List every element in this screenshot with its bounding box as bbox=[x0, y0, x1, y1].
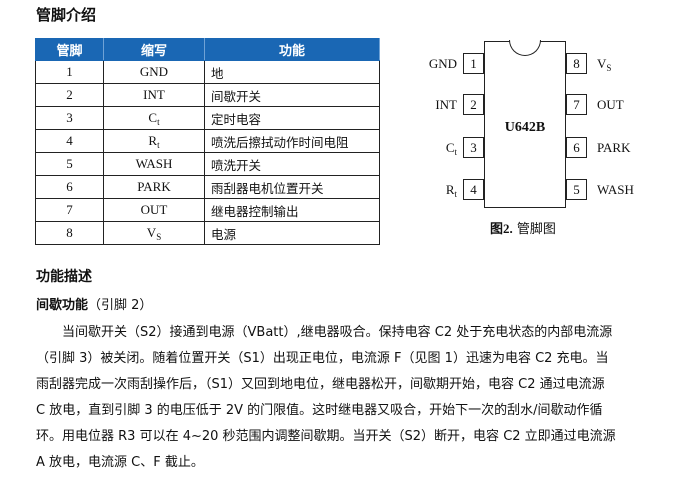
pin-label-text: INT bbox=[435, 97, 457, 112]
paragraph-line: （引脚 3）被关闭。随着位置开关（S1）出现正电位，电流源 F（见图 1）迅速为… bbox=[36, 351, 609, 366]
table-row: 7 OUT 继电器控制输出 bbox=[35, 198, 380, 222]
col-header-function: 功能 bbox=[204, 38, 380, 61]
figure-caption: 图2. 管脚图 bbox=[490, 218, 556, 237]
abbr-text: GND bbox=[139, 63, 169, 79]
abbr-text: V bbox=[146, 224, 157, 240]
paragraph-line: A 放电，电流源 C、F 截止。 bbox=[36, 455, 204, 470]
cell-abbr: OUT bbox=[103, 198, 205, 222]
table-row: 5 WASH 喷洗开关 bbox=[35, 152, 380, 176]
paragraph-line: 环。用电位器 R3 可以在 4~20 秒范围内调整间歇期。当开关（S2）断开，电… bbox=[36, 429, 616, 444]
pin-label-text: R bbox=[445, 182, 455, 197]
abbr-text: OUT bbox=[140, 201, 168, 217]
cell-function: 地 bbox=[204, 60, 380, 84]
table-header-row: 管脚 缩写 功能 bbox=[35, 38, 380, 61]
subsection-title-rest: （引脚 2） bbox=[88, 298, 153, 313]
pin-label-left: Ct bbox=[397, 137, 457, 163]
cell-pin: 1 bbox=[35, 60, 104, 84]
chip-name: U642B bbox=[504, 120, 546, 135]
cell-abbr: GND bbox=[103, 60, 205, 84]
col-header-pin: 管脚 bbox=[35, 38, 104, 61]
pin-label-text: OUT bbox=[597, 97, 624, 112]
pin-label-left: GND bbox=[397, 53, 457, 79]
cell-function: 电源 bbox=[204, 221, 380, 245]
pin-box-right: 5 bbox=[566, 179, 587, 200]
abbr-text: INT bbox=[143, 86, 165, 102]
cell-function: 间歇开关 bbox=[204, 83, 380, 107]
col-header-abbr: 缩写 bbox=[103, 38, 205, 61]
chip-body: U642B bbox=[484, 40, 566, 208]
cell-pin: 2 bbox=[35, 83, 104, 107]
pin-label-left: INT bbox=[397, 94, 457, 120]
pin-label-sub: S bbox=[606, 63, 612, 73]
pin-label-sub: t bbox=[454, 189, 457, 199]
cell-pin: 7 bbox=[35, 198, 104, 222]
pin-label-text: WASH bbox=[597, 182, 634, 197]
cell-abbr: INT bbox=[103, 83, 205, 107]
abbr-text: R bbox=[148, 132, 158, 148]
cell-function: 喷洗开关 bbox=[204, 152, 380, 176]
pin-box-right: 6 bbox=[566, 137, 587, 158]
pin-box-left: 3 bbox=[463, 137, 484, 158]
cell-abbr: PARK bbox=[103, 175, 205, 199]
chip-notch bbox=[509, 40, 541, 56]
pin-box-right: 8 bbox=[566, 53, 587, 74]
pin-box-left: 2 bbox=[463, 94, 484, 115]
cell-pin: 6 bbox=[35, 175, 104, 199]
pin-box-left: 4 bbox=[463, 179, 484, 200]
abbr-text: C bbox=[148, 109, 158, 125]
abbr-text: PARK bbox=[137, 178, 171, 194]
figure-caption-text: 管脚图 bbox=[516, 222, 556, 237]
paragraph-line: C 放电，直到引脚 3 的电压低于 2V 的门限值。这时继电器又吸合，开始下一次… bbox=[36, 403, 603, 418]
pin-label-left: Rt bbox=[397, 179, 457, 205]
pin-label-text: GND bbox=[428, 56, 457, 71]
pin-label-right: OUT bbox=[597, 94, 624, 120]
cell-pin: 8 bbox=[35, 221, 104, 245]
subsection-title: 间歇功能（引脚 2） bbox=[36, 294, 152, 313]
table-row: 2 INT 间歇开关 bbox=[35, 83, 380, 107]
pin-label-right: WASH bbox=[597, 179, 634, 205]
pin-label-right: VS bbox=[597, 53, 611, 79]
cell-pin: 3 bbox=[35, 106, 104, 130]
table-row: 1 GND 地 bbox=[35, 60, 380, 84]
cell-function: 雨刮器电机位置开关 bbox=[204, 175, 380, 199]
paragraph-line: 雨刮器完成一次雨刮操作后，（S1）又回到地电位，继电器松开，间歇期开始，电容 C… bbox=[36, 377, 605, 392]
abbr-text: WASH bbox=[135, 155, 173, 171]
cell-abbr: Rt bbox=[103, 129, 205, 153]
cell-abbr: WASH bbox=[103, 152, 205, 176]
pin-label-text: PARK bbox=[597, 140, 631, 155]
subsection-title-bold: 间歇功能 bbox=[36, 298, 89, 313]
pin-label-text: C bbox=[445, 140, 455, 155]
cell-pin: 5 bbox=[35, 152, 104, 176]
cell-function: 继电器控制输出 bbox=[204, 198, 380, 222]
section-title-pins: 管脚介绍 bbox=[36, 6, 97, 24]
abbr-sub: t bbox=[157, 116, 160, 127]
cell-function: 喷洗后擦拭动作时间电阻 bbox=[204, 129, 380, 153]
abbr-sub: t bbox=[157, 139, 160, 150]
pin-label-text: V bbox=[597, 56, 607, 71]
description-paragraph: 当间歇开关（S2）接通到电源（VBatt）,继电器吸合。保持电容 C2 处于充电… bbox=[36, 320, 644, 476]
pin-label-right: PARK bbox=[597, 137, 630, 163]
cell-pin: 4 bbox=[35, 129, 104, 153]
abbr-sub: S bbox=[156, 231, 162, 242]
cell-abbr: Ct bbox=[103, 106, 205, 130]
pin-label-sub: t bbox=[454, 147, 457, 157]
paragraph-line: 当间歇开关（S2）接通到电源（VBatt）,继电器吸合。保持电容 C2 处于充电… bbox=[36, 325, 613, 340]
cell-abbr: VS bbox=[103, 221, 205, 245]
pin-box-left: 1 bbox=[463, 53, 484, 74]
pin-box-right: 7 bbox=[566, 94, 587, 115]
table-row: 6 PARK 雨刮器电机位置开关 bbox=[35, 175, 380, 199]
section-title-function: 功能描述 bbox=[36, 269, 92, 285]
cell-function: 定时电容 bbox=[204, 106, 380, 130]
figure-caption-number: 图2. bbox=[490, 221, 513, 236]
